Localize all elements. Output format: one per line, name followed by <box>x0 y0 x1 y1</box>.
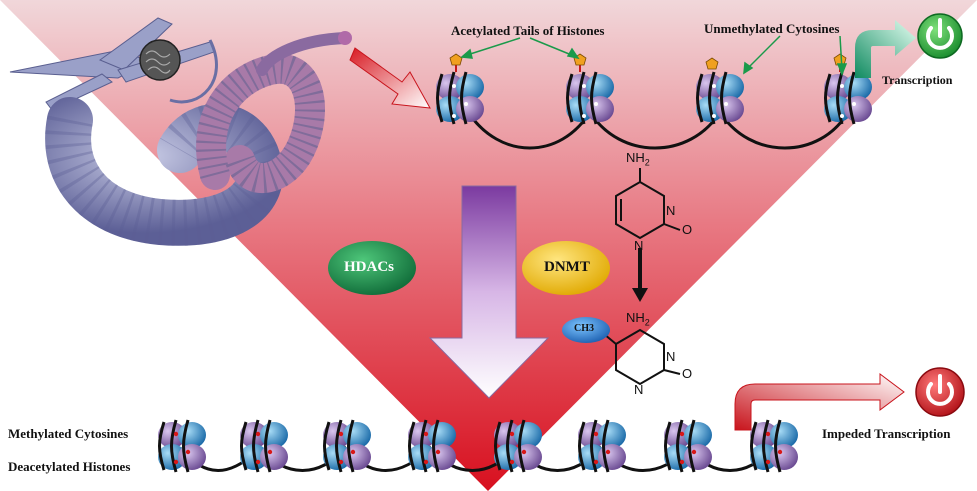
nh2-bottom-label: NH2 <box>626 310 650 328</box>
power-off-icon <box>915 367 965 417</box>
transcription-arrow <box>855 20 916 78</box>
power-on-icon <box>917 13 963 59</box>
n-top-ring-label: N <box>634 238 644 253</box>
label-pointers <box>460 35 848 77</box>
methylated-cytosines-label: Methylated Cytosines <box>8 426 129 441</box>
dnmt-oval <box>522 241 610 295</box>
methylated-dots <box>173 431 783 465</box>
acetyl-groups <box>449 53 847 72</box>
unmethylated-cytosines-label: Unmethylated Cytosines <box>704 21 840 36</box>
o-top-label: O <box>682 222 693 237</box>
methylation-arrow-head <box>632 288 648 302</box>
ch3-label: CH3 <box>574 323 594 334</box>
unmethylated-dots <box>452 84 856 118</box>
n-bottom-label: N <box>666 349 676 364</box>
acetylated-tails-label: Acetylated Tails of Histones <box>451 23 605 38</box>
nh2-top-label: NH2 <box>626 150 650 168</box>
impeded-transcription-label: Impeded Transcription <box>822 426 951 441</box>
conversion-arrow <box>428 185 550 399</box>
transcription-label: Transcription <box>882 73 953 87</box>
impeded-arrow <box>734 373 905 431</box>
ch3-oval <box>562 317 610 343</box>
dnmt-label: DNMT <box>544 259 590 275</box>
top-dna-strand <box>466 109 850 150</box>
chromosome-illustration <box>9 17 352 246</box>
n-top-label: N <box>666 203 676 218</box>
hdacs-label: HDACs <box>344 259 395 275</box>
hdacs-oval <box>328 241 416 295</box>
o-bottom-label: O <box>682 366 693 381</box>
cytosine-structure <box>615 168 681 240</box>
deacetylated-histones-label: Deacetylated Histones <box>8 459 131 474</box>
zoom-arrow <box>349 47 431 109</box>
n-bottom-ring-label: N <box>634 382 644 397</box>
